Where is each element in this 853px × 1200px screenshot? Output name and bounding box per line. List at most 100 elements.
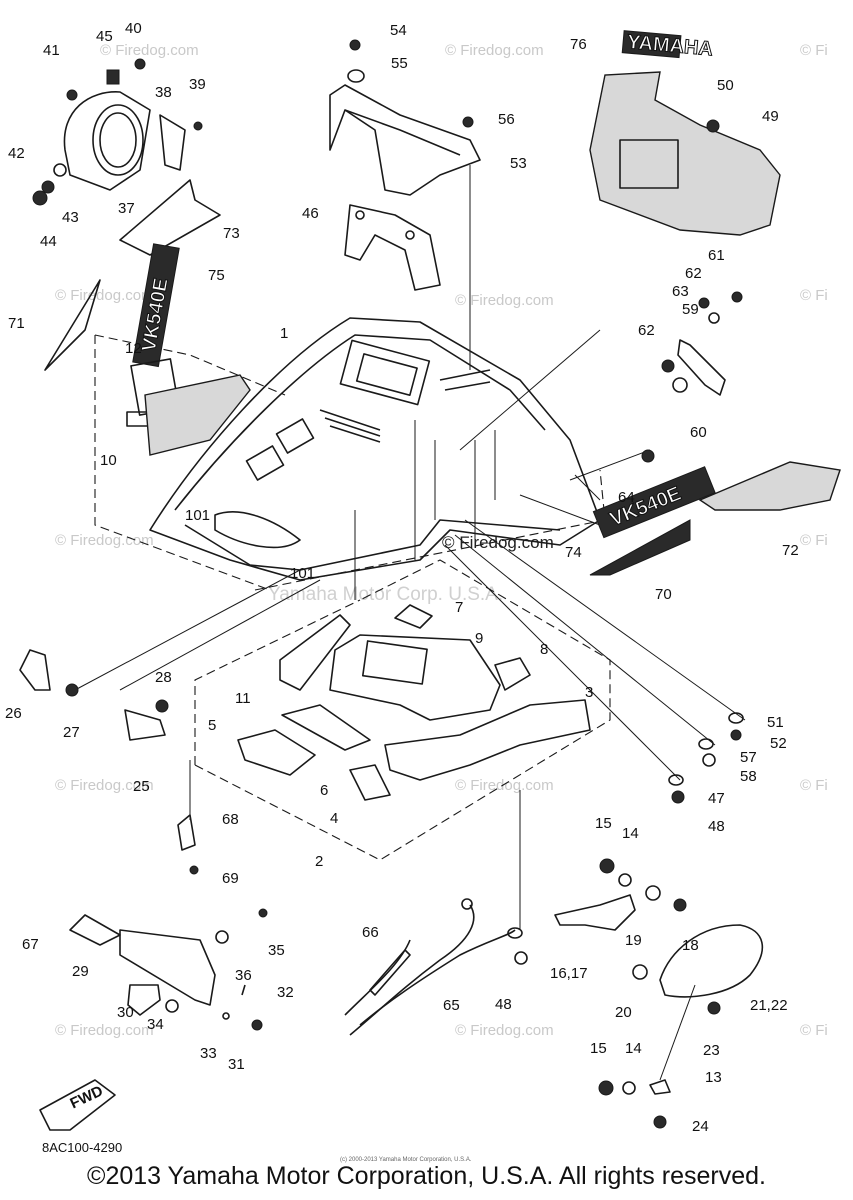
callout: 57 [740,749,757,766]
callout: 31 [228,1056,245,1073]
callout: 51 [767,714,784,731]
watermark: © Firedog.com [55,287,154,304]
callout: 62 [685,265,702,282]
callout: 12 [125,340,142,357]
callout: 39 [189,76,206,93]
callout: 29 [72,963,89,980]
hood-vents [319,369,491,443]
callout: 13 [705,1069,722,1086]
callout: 18 [682,937,699,954]
callout: 40 [125,20,142,37]
callout: 66 [362,924,379,941]
callout: 20 [615,1004,632,1021]
callout: 75 [208,267,225,284]
callout: 44 [40,233,57,250]
callout: 37 [118,200,135,217]
rear-cowl: YAMAHA [589,30,781,236]
watermark: © Firedog.com [55,777,154,794]
callout: 48 [708,818,725,835]
callout: 61 [708,247,725,264]
watermark: © Firedog.com [55,532,154,549]
faint-watermark: Yamaha Motor Corp. U.S.A. [268,584,503,605]
callout: 38 [155,84,172,101]
callout: 67 [22,936,39,953]
callout: 35 [268,942,285,959]
callout: 48 [495,996,512,1013]
side-trim-fasteners [641,291,743,463]
callout: 21,22 [750,997,788,1014]
callout: 53 [510,155,527,172]
callout: 3 [585,684,593,701]
callout: 19 [625,932,642,949]
callout: 28 [155,669,172,686]
callout: 16,17 [550,965,588,982]
callout: 74 [565,544,582,561]
fwd-label: FWD [68,1082,106,1112]
callout: 59 [682,301,699,318]
callout: 76 [570,36,587,53]
callout: 36 [235,967,252,984]
callout: 45 [96,28,113,45]
callout: 55 [391,55,408,72]
callout: 69 [222,870,239,887]
watermark: © Firedog.com [455,777,554,794]
callout: 71 [8,315,25,332]
decals-right: VK540E [589,461,841,576]
callout: 64 [618,489,635,506]
callout: 54 [390,22,407,39]
callout: 30 [117,1004,134,1021]
callout: 32 [277,984,294,1001]
leader-lines [74,165,746,1081]
callout: 62 [638,322,655,339]
callout: 68 [222,811,239,828]
callout: 42 [8,145,25,162]
callout: 58 [740,768,757,785]
callout: 9 [475,630,483,647]
callout: 11 [235,690,251,707]
windshield-frame [329,84,481,196]
watermark: © Firedog.com [455,292,554,309]
fasteners-mid [19,649,744,875]
decal-text: 101 [290,565,315,582]
callout: 25 [133,778,150,795]
callout: 23 [703,1042,720,1059]
callout: 1 [280,325,288,342]
callout: 47 [708,790,725,807]
callout: 8 [540,641,548,658]
watermark: © Firedog.com [55,1022,154,1039]
callout: 72 [782,542,799,559]
watermark: © Fi [800,1022,828,1039]
tail-light-assembly [554,858,764,1129]
callout: 50 [717,77,734,94]
diagram-code: 8AC100-4290 [42,1140,123,1155]
callout: 49 [762,108,779,125]
copyright-notice: ©2013 Yamaha Motor Corporation, U.S.A. A… [87,1162,766,1190]
callout: 27 [63,724,80,741]
callout: 70 [655,586,672,603]
callout: 46 [302,205,319,222]
callout: 10 [100,452,117,469]
watermark: © Firedog.com [445,42,544,59]
headlight-housing [63,91,186,191]
callout: 24 [692,1118,709,1135]
mount-bracket [344,204,441,291]
wire-harness [344,898,528,1036]
watermark: © Fi [800,287,828,304]
callout: 73 [223,225,240,242]
callout: 14 [622,825,639,842]
fasteners-top-left [32,39,474,206]
watermark: © Fi [800,532,828,549]
callout: 34 [147,1016,164,1033]
callout: 15 [595,815,612,832]
callout: 26 [5,705,22,722]
callout: 7 [455,599,463,616]
callout-labels: 1 2 3 4 5 6 7 8 9 10 11 12 13 14 14 15 1… [5,20,799,1135]
watermark: © Firedog.com [100,42,199,59]
callout: 2 [315,853,323,870]
decal-text: 101 [185,507,210,524]
callout: 14 [625,1040,642,1057]
callout: 60 [690,424,707,441]
watermark: © Firedog.com [455,1022,554,1039]
callout: 5 [208,717,216,734]
